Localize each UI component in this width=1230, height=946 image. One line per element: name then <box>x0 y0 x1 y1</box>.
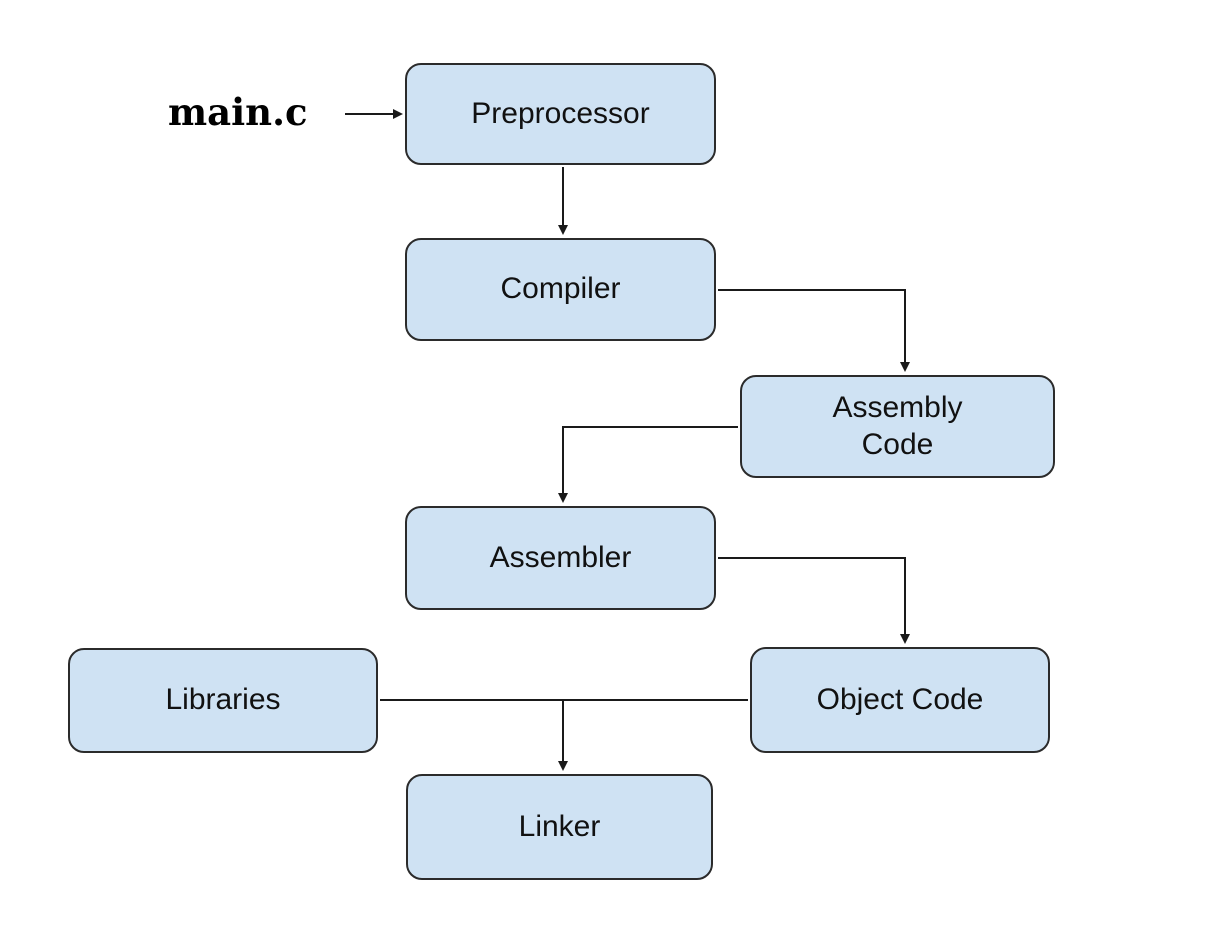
node-linker-label: Linker <box>518 809 601 843</box>
connector-assembly-code-to-assembler <box>558 426 738 503</box>
node-preprocessor-label: Preprocessor <box>471 96 650 130</box>
node-linker: Linker <box>406 774 713 880</box>
connector-assembler-to-object-code <box>718 557 910 644</box>
node-compiler: Compiler <box>405 238 716 341</box>
node-object-code-label: Object Code <box>816 682 984 716</box>
node-libraries: Libraries <box>68 648 378 753</box>
source-file-label: main.c <box>168 90 308 134</box>
node-assembly-code-label: Assembly Code <box>832 390 963 461</box>
node-libraries-label: Libraries <box>165 683 281 717</box>
node-object-code: Object Code <box>750 647 1050 753</box>
node-compiler-label: Compiler <box>500 272 621 306</box>
node-assembler-label: Assembler <box>489 540 632 574</box>
node-preprocessor: Preprocessor <box>405 63 716 165</box>
node-assembler: Assembler <box>405 506 716 610</box>
connector-compiler-to-assembly-code <box>718 289 910 372</box>
node-assembly-code: Assembly Code <box>740 375 1055 478</box>
